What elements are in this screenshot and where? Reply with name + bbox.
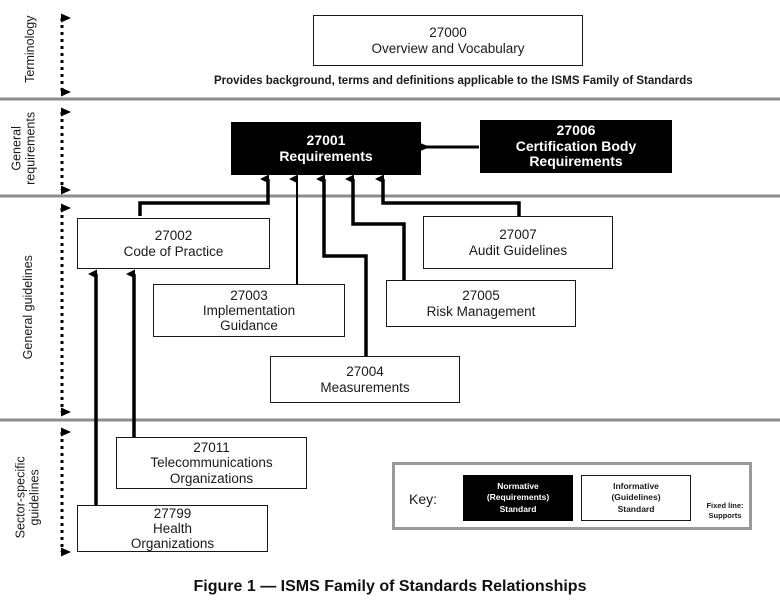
band-label-general-requirements: General requirements bbox=[9, 111, 38, 185]
band-label-general-guidelines: General guidelines bbox=[20, 255, 35, 360]
node-27007-name: Audit Guidelines bbox=[468, 242, 568, 258]
node-27011[interactable]: 27011 Telecommunications Organizations bbox=[116, 437, 307, 489]
node-27006-name: Certification Body Requirements bbox=[515, 137, 637, 170]
edge-27004-to-27001 bbox=[316, 174, 368, 356]
node-27011-name: Telecommunications Organizations bbox=[150, 455, 273, 486]
node-27011-number: 27011 bbox=[193, 440, 230, 456]
node-27001-name: Requirements bbox=[279, 147, 373, 164]
key-arrow-label: Fixed line: Supports bbox=[706, 501, 744, 520]
node-27799[interactable]: 27799 Health Organizations bbox=[77, 505, 268, 552]
node-27006[interactable]: 27006 Certification Body Requirements bbox=[480, 120, 672, 173]
node-27000-number: 27000 bbox=[429, 25, 467, 41]
node-27002-number: 27002 bbox=[154, 228, 193, 244]
edge-27002-to-27001 bbox=[138, 174, 270, 216]
node-27004[interactable]: 27004 Measurements bbox=[270, 356, 460, 403]
node-27006-number: 27006 bbox=[556, 121, 596, 138]
node-27004-number: 27004 bbox=[346, 364, 384, 380]
node-27000[interactable]: 27000 Overview and Vocabulary bbox=[313, 15, 583, 66]
node-27005-number: 27005 bbox=[462, 288, 500, 304]
node-27005-name: Risk Management bbox=[426, 303, 536, 319]
key-normative-swatch: Normative (Requirements) Standard bbox=[463, 475, 573, 521]
key-informative-swatch: Informative (Guidelines) Standard bbox=[581, 475, 691, 521]
node-27000-name: Overview and Vocabulary bbox=[371, 40, 525, 56]
key-title: Key: bbox=[409, 491, 438, 507]
key-arrow-sample: Fixed line: Supports bbox=[697, 475, 753, 521]
terminology-note: Provides background, terms and definitio… bbox=[214, 75, 693, 87]
node-27001-number: 27001 bbox=[306, 131, 346, 148]
node-27799-number: 27799 bbox=[153, 505, 192, 521]
band-label-sector-specific-guidelines: Sector-specific guidelines bbox=[13, 456, 42, 539]
node-27003-number: 27003 bbox=[230, 287, 268, 303]
band-label-terminology: Terminology bbox=[22, 15, 37, 83]
node-27005[interactable]: 27005 Risk Management bbox=[386, 280, 576, 327]
node-27003[interactable]: 27003 Implementation Guidance bbox=[153, 284, 345, 337]
figure-caption: Figure 1 — ISMS Family of Standards Rela… bbox=[193, 578, 587, 595]
node-27003-name: Implementation Guidance bbox=[202, 302, 296, 334]
node-27799-name: Health Organizations bbox=[130, 520, 215, 552]
key-legend: Key: Normative (Requirements) Standard I… bbox=[392, 462, 752, 530]
node-27007[interactable]: 27007 Audit Guidelines bbox=[423, 216, 613, 269]
node-27007-number: 27007 bbox=[499, 227, 537, 243]
band-dividers bbox=[0, 97, 780, 422]
node-27002[interactable]: 27002 Code of Practice bbox=[77, 218, 270, 269]
node-27001[interactable]: 27001 Requirements bbox=[231, 122, 421, 175]
edge-27007-to-27001 bbox=[375, 174, 521, 216]
node-27004-name: Measurements bbox=[320, 379, 410, 395]
edge-27005-to-27001 bbox=[345, 174, 406, 280]
node-27002-name: Code of Practice bbox=[123, 243, 224, 259]
